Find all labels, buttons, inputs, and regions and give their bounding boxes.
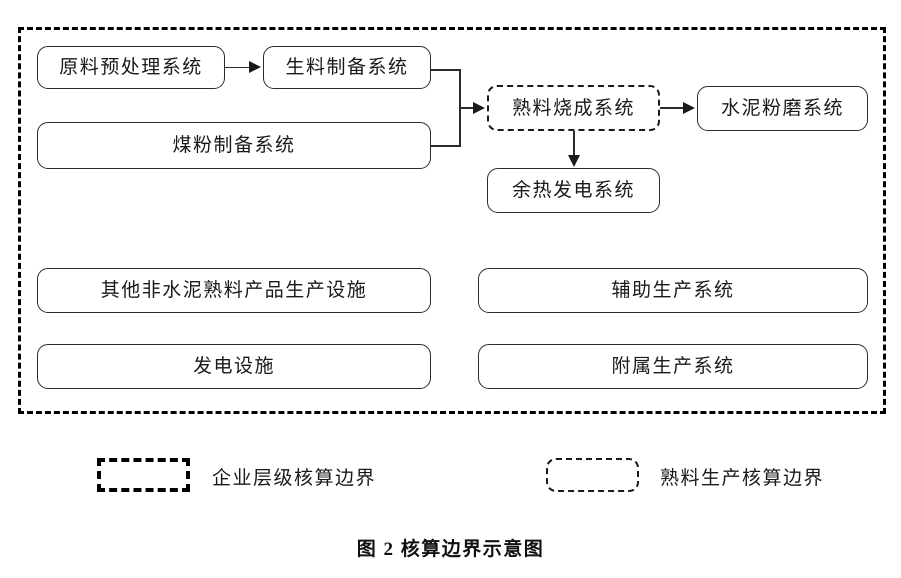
node-label: 煤粉制备系统: [172, 135, 296, 156]
node-label: 水泥粉磨系统: [720, 98, 844, 119]
node-label: 原料预处理系统: [59, 57, 203, 78]
edge-pretreatment-to-raw-meal-line: [225, 66, 251, 69]
node-raw-meal-preparation[interactable]: 生料制备系统: [263, 46, 431, 89]
figure-caption: 图 2 核算边界示意图: [356, 539, 545, 560]
edge-pretreatment-to-raw-meal-arrow: [249, 61, 261, 73]
edge-raw-meal-stub: [431, 69, 461, 71]
node-raw-material-pretreatment[interactable]: 原料预处理系统: [37, 46, 225, 89]
node-label: 其他非水泥熟料产品生产设施: [100, 280, 368, 301]
enterprise-accounting-boundary: [18, 27, 886, 414]
node-label: 发电设施: [192, 356, 275, 377]
node-auxiliary-production[interactable]: 辅助生产系统: [478, 268, 868, 313]
legend-label-enterprise-boundary: 企业层级核算边界: [212, 468, 377, 489]
edge-clinker-to-grinding-line: [660, 107, 685, 109]
node-coal-powder-preparation[interactable]: 煤粉制备系统: [37, 122, 431, 169]
node-label: 熟料烧成系统: [511, 97, 635, 119]
node-other-non-cement-clinker-facility[interactable]: 其他非水泥熟料产品生产设施: [37, 268, 431, 313]
legend-swatch-enterprise-boundary: [97, 458, 190, 492]
node-label: 附属生产系统: [611, 356, 735, 377]
node-label: 余热发电系统: [511, 180, 635, 201]
node-cement-grinding[interactable]: 水泥粉磨系统: [697, 86, 868, 131]
node-clinker-calcination[interactable]: 熟料烧成系统: [487, 85, 660, 131]
edge-coal-powder-stub: [431, 145, 461, 147]
edge-clinker-to-grinding-arrow: [683, 101, 695, 114]
legend-label-clinker-boundary: 熟料生产核算边界: [660, 468, 825, 489]
node-waste-heat-power[interactable]: 余热发电系统: [487, 168, 660, 213]
edge-clinker-to-wasteheat-line: [573, 131, 575, 157]
node-ancillary-production[interactable]: 附属生产系统: [478, 344, 868, 389]
node-label: 生料制备系统: [285, 57, 409, 78]
node-label: 辅助生产系统: [611, 280, 735, 301]
edge-merge-to-clinker-line: [459, 107, 477, 109]
edge-clinker-to-wasteheat-arrow: [567, 155, 580, 167]
node-power-generation-facility[interactable]: 发电设施: [37, 344, 431, 389]
legend-swatch-clinker-boundary: [546, 458, 639, 492]
edge-merge-to-clinker-arrow: [473, 101, 485, 114]
